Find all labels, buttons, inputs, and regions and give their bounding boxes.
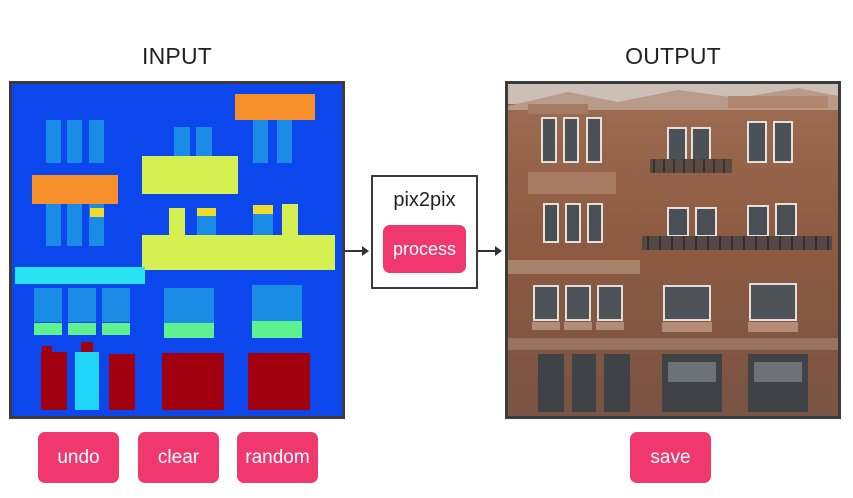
clear-button[interactable]: clear bbox=[138, 432, 219, 483]
ledge-block bbox=[15, 267, 145, 284]
save-button[interactable]: save bbox=[630, 432, 711, 483]
window-block bbox=[46, 120, 61, 163]
window-block bbox=[164, 288, 214, 323]
shop-block bbox=[81, 342, 93, 352]
undo-button[interactable]: undo bbox=[38, 432, 119, 483]
sill-block bbox=[68, 323, 96, 335]
door-block bbox=[75, 352, 99, 410]
input-drawing-canvas[interactable] bbox=[9, 81, 345, 419]
window-block bbox=[102, 288, 130, 322]
window-block bbox=[46, 204, 61, 246]
window-block bbox=[253, 208, 273, 238]
window-block bbox=[277, 120, 292, 163]
balcony-post bbox=[169, 208, 185, 238]
decor-block bbox=[197, 208, 216, 216]
cornice-block bbox=[235, 94, 315, 120]
sill-block bbox=[34, 323, 62, 335]
window-block bbox=[67, 204, 82, 246]
input-heading: INPUT bbox=[142, 43, 212, 69]
window-block bbox=[253, 120, 268, 163]
window-block bbox=[252, 285, 302, 321]
decor-block bbox=[253, 205, 273, 214]
shop-block bbox=[162, 353, 224, 410]
sill-block bbox=[164, 323, 214, 338]
sill-block bbox=[252, 321, 302, 338]
shop-block bbox=[248, 353, 310, 410]
window-block bbox=[196, 127, 212, 163]
sill-block bbox=[102, 323, 130, 335]
output-image bbox=[505, 81, 841, 419]
shop-block bbox=[41, 352, 67, 410]
window-block bbox=[68, 288, 96, 322]
decor-block bbox=[90, 208, 104, 217]
balcony-block bbox=[142, 235, 335, 270]
balcony-block bbox=[142, 156, 238, 194]
model-panel: pix2pix process bbox=[371, 175, 478, 289]
facade-photo bbox=[508, 84, 838, 416]
window-block bbox=[34, 288, 62, 322]
arrow-to-output bbox=[478, 246, 502, 256]
shop-block bbox=[109, 354, 135, 410]
random-button[interactable]: random bbox=[237, 432, 318, 483]
balcony-post bbox=[282, 204, 298, 238]
window-block bbox=[89, 120, 104, 163]
arrow-to-model bbox=[345, 246, 369, 256]
output-heading: OUTPUT bbox=[625, 43, 721, 69]
window-block bbox=[197, 211, 216, 238]
process-button[interactable]: process bbox=[383, 225, 466, 273]
window-block bbox=[174, 127, 190, 163]
model-name: pix2pix bbox=[393, 189, 456, 211]
window-block bbox=[67, 120, 82, 163]
cornice-block bbox=[32, 175, 118, 204]
shop-block bbox=[42, 346, 52, 354]
